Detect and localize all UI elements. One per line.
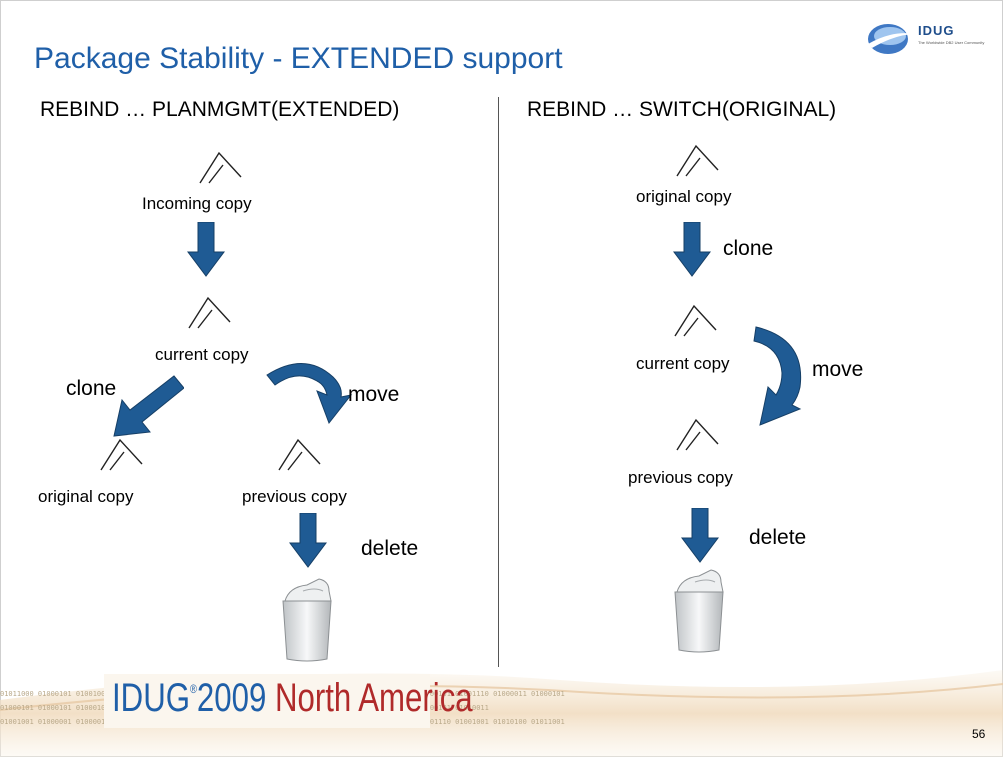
right-move-label: move bbox=[812, 358, 864, 381]
left-clone-label: clone bbox=[66, 377, 117, 400]
left-current-copy-label: current copy bbox=[155, 345, 249, 364]
right-previous-copy-label: previous copy bbox=[628, 468, 733, 487]
left-incoming-copy-label: Incoming copy bbox=[142, 194, 252, 213]
trash-can-icon bbox=[674, 569, 724, 653]
tree-icon bbox=[100, 438, 143, 471]
left-original-copy-label: original copy bbox=[38, 487, 134, 506]
down-arrow-icon bbox=[681, 508, 719, 563]
slide-number: 56 bbox=[972, 727, 986, 741]
idug-globe-icon bbox=[868, 24, 916, 54]
footer-title-backdrop bbox=[104, 674, 430, 728]
down-arrow-icon bbox=[187, 222, 225, 277]
tree-icon bbox=[676, 144, 719, 177]
down-arrow-icon bbox=[673, 222, 711, 277]
slide-title: Package Stability - EXTENDED support bbox=[34, 42, 563, 75]
column-divider bbox=[498, 97, 499, 667]
footer-registered-mark: ® bbox=[190, 682, 197, 696]
down-arrow-icon bbox=[289, 513, 327, 568]
logo-text: IDUG bbox=[918, 23, 955, 38]
footer-brand: IDUG bbox=[112, 676, 190, 720]
right-heading: REBIND … SWITCH(ORIGINAL) bbox=[527, 98, 837, 121]
right-original-copy-label: original copy bbox=[636, 187, 732, 206]
trash-can-icon bbox=[282, 578, 332, 662]
right-current-copy-label: current copy bbox=[636, 354, 730, 373]
footer-year: 2009 bbox=[196, 676, 267, 720]
left-move-label: move bbox=[348, 383, 400, 406]
right-delete-label: delete bbox=[749, 526, 807, 549]
curved-arrow-icon bbox=[753, 326, 802, 426]
logo-subtitle: The Worldwide DB2 User Community bbox=[918, 40, 985, 45]
tree-icon bbox=[676, 418, 719, 451]
left-heading: REBIND … PLANMGMT(EXTENDED) bbox=[40, 98, 400, 121]
tree-icon bbox=[674, 304, 717, 337]
down-arrow-icon bbox=[113, 375, 184, 437]
left-delete-label: delete bbox=[361, 537, 419, 560]
tree-icon bbox=[188, 296, 231, 329]
tree-icon bbox=[278, 438, 321, 471]
left-previous-copy-label: previous copy bbox=[242, 487, 347, 506]
curved-arrow-icon bbox=[266, 363, 353, 425]
tree-icon bbox=[199, 151, 242, 184]
right-clone-label: clone bbox=[723, 237, 774, 260]
footer-region: North America bbox=[274, 676, 473, 720]
footer-title: IDUG®2009 North America bbox=[112, 676, 473, 721]
